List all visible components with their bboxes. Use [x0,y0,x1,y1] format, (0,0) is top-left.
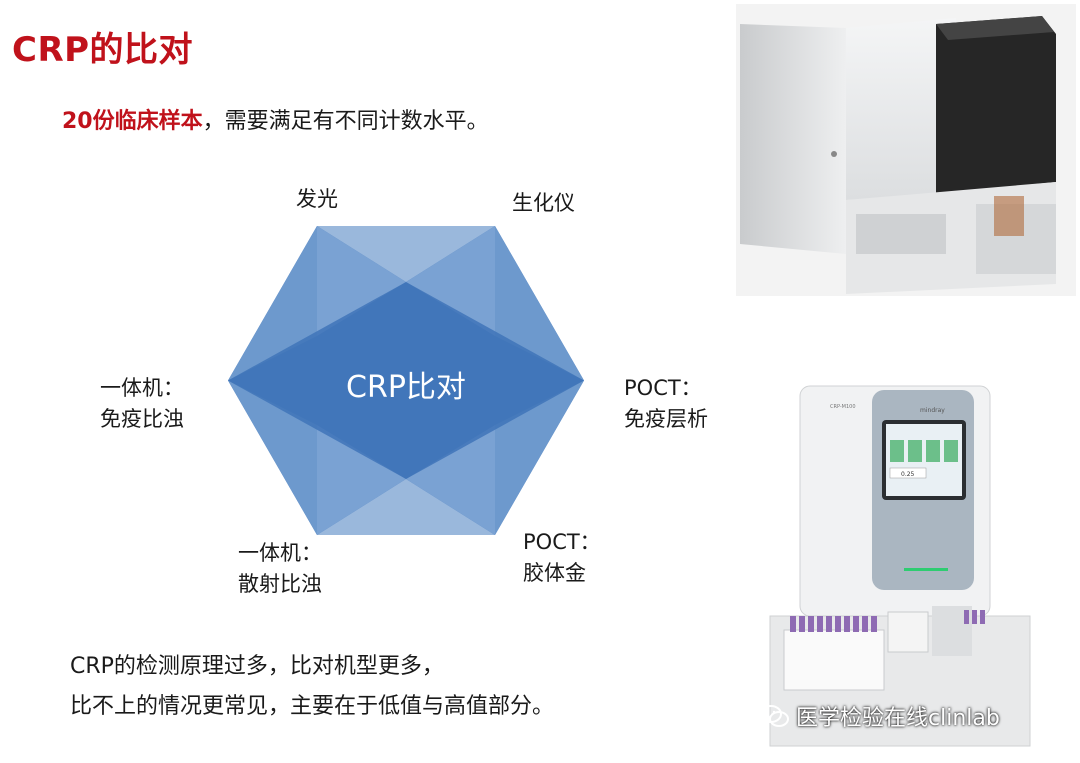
crp-analyzer-image: 0.25 mindray CRP-M100 [764,380,1034,750]
footer-line-2: 比不上的情况更常见，主要在于低值与高值部分。 [70,694,555,719]
hematology-analyzer-image [736,4,1076,296]
screen-value: 0.25 [901,471,915,478]
label-bottom-left: 一体机： 散射比浊 [238,541,322,596]
brand-logo: mindray [920,407,945,414]
label-top-left: 发光 [296,187,338,211]
diagram-center-label: CRP比对 [346,370,466,405]
hexagon-top-band [317,226,495,282]
page-title: CRP的比对 [12,30,194,70]
footer-text: CRP的检测原理过多，比对机型更多， 比不上的情况更常见，主要在于低值与高值部分… [70,647,554,727]
hexagon-bottom-band [317,479,495,535]
label-bottom-right: POCT： 胶体金 [523,530,601,585]
label-top-right: 生化仪 [512,191,575,215]
hexagon-center-diamond [228,282,584,479]
hexagon-right-wing [495,226,584,381]
model-label: CRP-M100 [830,404,856,410]
subtitle-highlight: 20份临床样本 [62,109,203,134]
hexagon-diagram [228,226,584,535]
watermark-text: 医学检验在线clinlab [796,706,1000,731]
watermark: 医学检验在线clinlab [760,700,1000,732]
subtitle-rest: ，需要满足有不同计数水平。 [202,109,489,134]
label-left: 一体机： 免疫比浊 [100,376,184,431]
label-right: POCT： 免疫层析 [624,376,708,431]
footer-line-1: CRP的检测原理过多，比对机型更多， [70,654,444,679]
subtitle: 20份临床样本，需要满足有不同计数水平。 [62,103,489,135]
hexagon-left-wing [228,226,317,381]
wechat-icon [760,705,789,727]
